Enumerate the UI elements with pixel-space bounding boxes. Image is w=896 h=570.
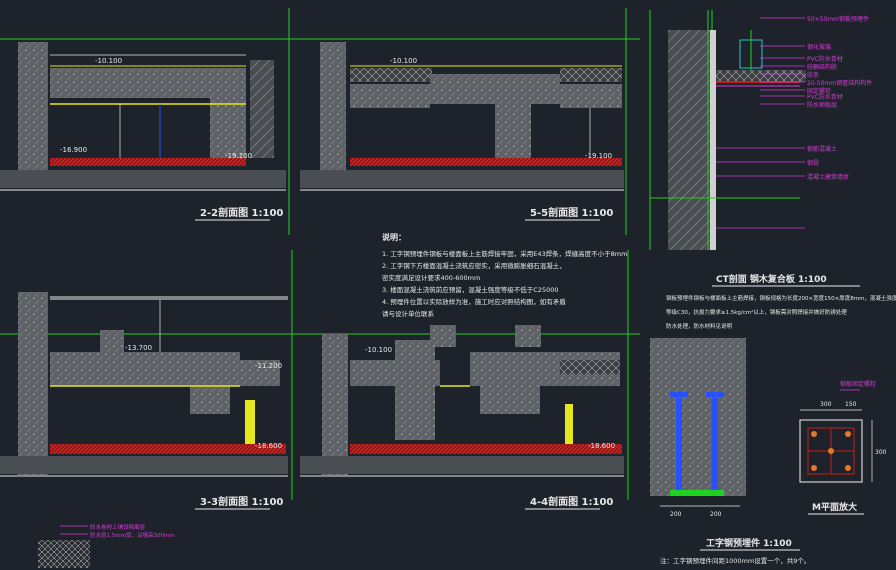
ct-label: 防水钢板层 [807,101,837,109]
dim-label: 200 [710,511,722,518]
ct-label: 硅酮结构胶 [807,63,837,71]
section-2-2-bottom: -11.200 -18.600 -13.700 [0,292,288,477]
ct-detail: 50×50mm钢板预埋件 钢化玻璃 PVC防水卷材 硅酮结构胶 胶条 20-50… [650,10,872,250]
detail-title-embed: 工字钢预埋件 1:100 [706,537,792,549]
embed-part-detail: 200 200 [650,338,746,518]
ct-label: 钢骨 [807,159,819,167]
ct-label: 20-50mm钢管结构构件 [807,79,872,87]
ct-label: 50×50mm钢板预埋件 [807,15,869,23]
elev-label: -10.100 [95,57,122,65]
dim-label: 200 [670,511,682,518]
section-title-5-5: 5-5剖面图 1:100 [530,206,613,219]
elev-label: -10.100 [390,57,417,65]
note-item: 2. 工字钢下方楼面混凝土浇筑应密实，采用微膨胀细石混凝土， [382,261,566,270]
ct-paragraph: 钢板预埋件钢板与楼面板上主筋焊接，钢板规格为长度200×宽度150×厚度8mm，… [666,294,896,330]
dim-label: 300 [820,401,832,408]
ct-label: 钢化玻璃 [807,43,831,51]
embed-note: 注：工字钢预埋件间距1000mm设置一个，共9个。 [660,556,810,565]
notes-header: 说明： [382,232,406,242]
dim-label: 300 [875,449,887,456]
legend: 防水卷材上铺设隔离层 防水层1.5mm厚，沿墙高300mm [38,523,175,568]
ct-label: 钢筋混凝土 [807,145,837,153]
note-item: 3. 楼面混凝土浇筑前应预留，混凝土强度等级不低于C25000 [382,285,558,294]
m-plan-detail: 300 300 150 钢板固定螺栓 [799,380,887,483]
elev-label: -19.100 [225,152,252,160]
ct-label: 混凝土建筑墙体 [807,173,849,181]
ct-paragraph-line: 钢板预埋件钢板与楼面板上主筋焊接，钢板规格为长度200×宽度150×厚度8mm，… [666,294,896,302]
ct-paragraph-line: 等级C30，抗拔力要求≥1.5kg/cm²以上，钢板需对照焊接并做好防锈处理 [666,308,847,316]
section-4-4: -10.100 -18.600 [300,325,624,477]
notes-block: 说明： 1. 工字钢预埋件钢板与楼面板上主筋焊接牢固，采用E43焊条，焊缝高度不… [382,232,627,318]
legend-label: 防水层1.5mm厚，沿墙高300mm [90,531,175,539]
note-item: 请与设计单位联系 [382,309,435,318]
legend-label: 防水卷材上铺设隔离层 [90,523,146,531]
section-title-3-3: 3-3剖面图 1:100 [200,495,283,508]
section-5-5: -10.100 -19.100 [300,42,624,191]
detail-title-m-plan: M平面放大 [812,501,857,513]
section-title-2-2: 2-2剖面图 1:100 [200,206,283,219]
elev-label: -13.700 [125,344,152,352]
elev-label: -10.100 [365,346,392,354]
note-item: 1. 工字钢预埋件钢板与楼面板上主筋焊接牢固，采用E43焊条，焊缝高度不小于8m… [382,249,627,258]
ct-label: 固定螺栓 [807,87,831,95]
elev-label: -19.100 [585,152,612,160]
detail-title-ct: CT剖面 钢木复合板 1:100 [716,273,827,285]
ct-label: 胶条 [807,71,819,79]
ct-label: PVC防水卷材 [807,93,843,101]
section-2-2-top: -10.100 -16.900 -19.100 [0,42,286,191]
elev-label: -16.900 [60,146,87,154]
ct-label: PVC防水卷材 [807,55,843,63]
note-item: 4. 预埋件位置以实际放样为准，施工时应对照结构图，如有矛盾 [382,297,566,306]
dim-label: 150 [845,401,857,408]
elev-label: -11.200 [255,362,282,370]
m-plan-callout: 钢板固定螺栓 [840,380,876,388]
section-title-4-4: 4-4剖面图 1:100 [530,495,613,508]
note-item: 密实度满足设计要求400-600mm [382,273,480,282]
ct-paragraph-line: 防水处理，防水材料见说明 [666,322,733,330]
elev-label: -18.600 [588,442,615,450]
elev-label: -18.600 [255,442,282,450]
